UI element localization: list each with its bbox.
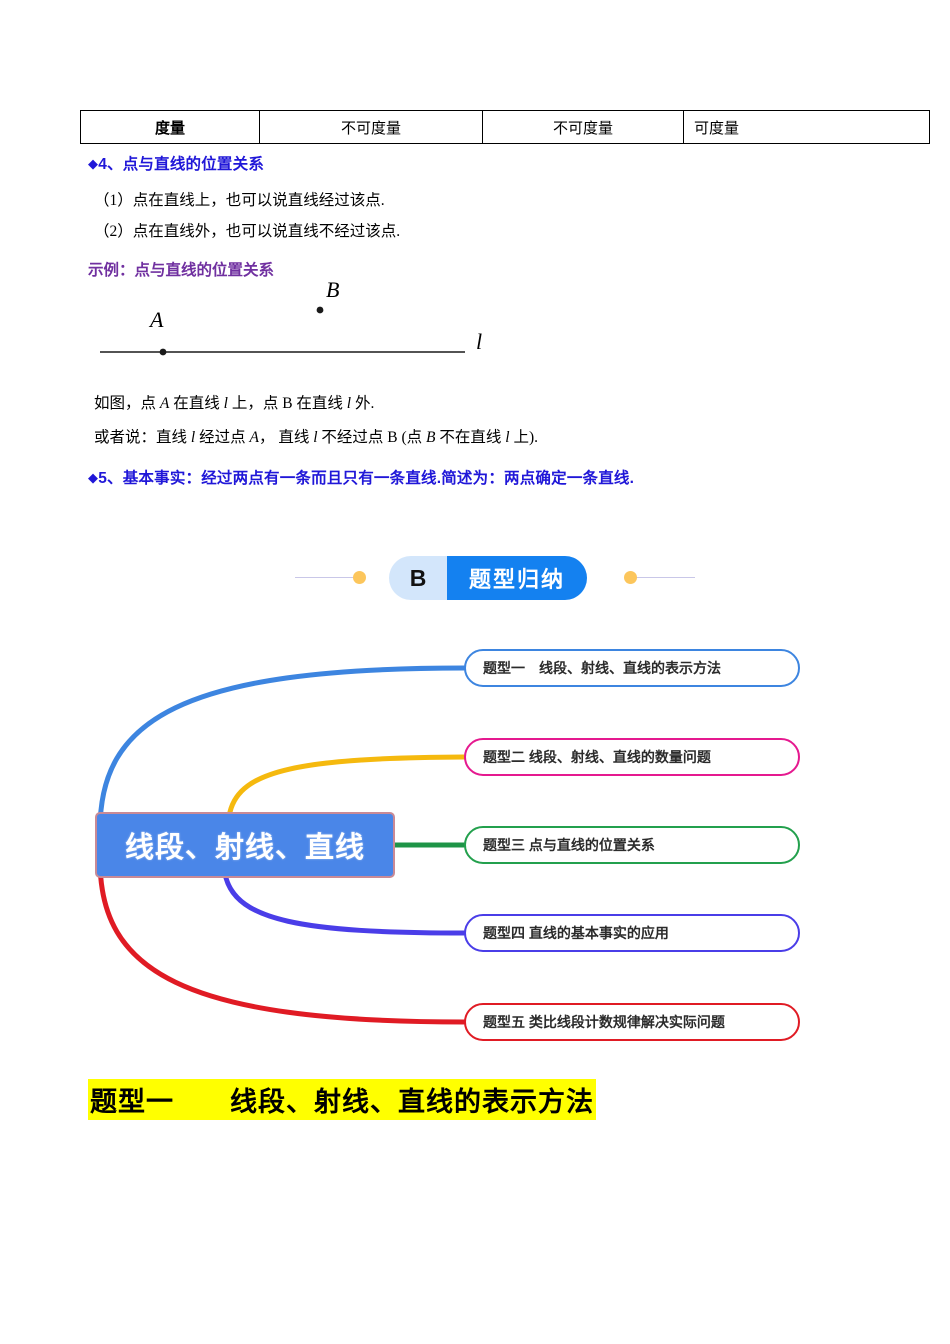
note2-part0: 或者说：直线 <box>94 429 191 446</box>
banner-rule-left <box>295 577 357 578</box>
note2-part6: 不经过点 B (点 <box>317 429 427 446</box>
note1-part0: 如图，点 <box>94 395 160 412</box>
mindmap-connectors <box>97 665 467 1025</box>
table-cell-segment: 不可度量 <box>259 110 483 144</box>
note2-part2: 经过点 <box>195 429 250 446</box>
bottom-section-heading: 题型一 线段、射线、直线的表示方法 <box>88 1079 596 1120</box>
mindmap-branch-4[interactable]: 题型四 直线的基本事实的应用 <box>464 914 800 952</box>
note1-part3: l <box>223 395 228 412</box>
note1-part2: 在直线 <box>169 395 224 412</box>
note2-part4: ， 直线 <box>258 429 314 446</box>
note2-part10: 上). <box>509 429 538 446</box>
mindmap-branch-1[interactable]: 题型一 线段、射线、直线的表示方法 <box>464 649 800 687</box>
diamond-bullet-icon: ◆ <box>88 157 99 172</box>
table-cell-ray: 不可度量 <box>482 110 684 144</box>
measurement-table: 度量 不可度量 不可度量 可度量 <box>80 110 930 144</box>
banner-dot-right-icon <box>624 571 637 584</box>
diamond-bullet-icon-2: ◆ <box>88 471 99 486</box>
mindmap-center-node: 线段、射线、直线 <box>95 812 395 878</box>
note2-part1: l <box>190 429 196 446</box>
connector-branch-2 <box>227 754 467 815</box>
banner-pill: B 题型归纳 <box>389 556 588 600</box>
section-4-item-2: （2）点在直线外，也可以说直线不经过该点. <box>94 223 401 240</box>
mindmap: 线段、射线、直线 题型一 线段、射线、直线的表示方法 题型二 线段、射线、直线的… <box>0 620 950 1070</box>
connector-branch-5 <box>97 857 467 1025</box>
banner-title: 题型归纳 <box>447 556 588 600</box>
mindmap-branch-3[interactable]: 题型三 点与直线的位置关系 <box>464 826 800 864</box>
banner-badge-letter: B <box>389 556 447 600</box>
table-cell-line: 可度量 <box>683 110 930 144</box>
connector-branch-4 <box>223 875 467 936</box>
point-b-dot <box>316 306 324 314</box>
note2-part9: l <box>505 429 510 446</box>
section-5-heading: ◆5、基本事实：经过两点有一条而且只有一条直线.简述为：两点确定一条直线. <box>88 466 634 488</box>
point-a-dot <box>159 348 167 356</box>
note1-part4: 上，点 B 在直线 <box>227 395 347 412</box>
connector-branch-1 <box>97 665 467 833</box>
figure-label-b: B <box>326 277 340 302</box>
figure-label-a: A <box>150 307 164 332</box>
table-cell-measure-label: 度量 <box>80 110 260 144</box>
note1-part6: 外. <box>351 395 375 412</box>
note2-part5: l <box>313 429 318 446</box>
note2-part8: 不在直线 <box>435 429 506 446</box>
mindmap-branch-2-label: 题型二 线段、射线、直线的数量问题 <box>483 749 711 765</box>
mindmap-branch-5-label: 题型五 类比线段计数规律解决实际问题 <box>483 1014 725 1030</box>
figure-label-l: l <box>476 329 483 354</box>
banner-dot-left-icon <box>353 571 366 584</box>
note1-part1: A <box>159 395 170 412</box>
point-line-figure: A B l <box>80 277 530 375</box>
mindmap-branch-3-label: 题型三 点与直线的位置关系 <box>483 837 655 853</box>
figure-note-line-1: 如图，点 A 在直线 l 上，点 B 在直线 l 外. <box>94 391 374 413</box>
example-label: 示例：点与直线的位置关系 <box>88 262 275 279</box>
note2-part3: A <box>249 429 259 446</box>
note1-part5: l <box>346 395 352 412</box>
mindmap-branch-1-label: 题型一 线段、射线、直线的表示方法 <box>483 660 721 676</box>
mindmap-branch-4-label: 题型四 直线的基本事实的应用 <box>483 925 669 941</box>
section-banner: B 题型归纳 <box>295 556 695 600</box>
section-4-heading-text: 4、点与直线的位置关系 <box>98 156 265 173</box>
mindmap-branch-2[interactable]: 题型二 线段、射线、直线的数量问题 <box>464 738 800 776</box>
banner-rule-right <box>633 577 695 578</box>
figure-note-line-2: 或者说：直线 l 经过点 A， 直线 l 不经过点 B (点 B 不在直线 l … <box>94 425 538 447</box>
section-5-heading-text: 5、基本事实：经过两点有一条而且只有一条直线.简述为：两点确定一条直线. <box>98 470 635 487</box>
section-4-heading: ◆4、点与直线的位置关系 <box>88 152 264 174</box>
table-row: 度量 不可度量 不可度量 可度量 <box>80 110 930 144</box>
note2-part7: B <box>426 429 436 446</box>
section-4-item-1: （1）点在直线上，也可以说直线经过该点. <box>94 192 385 209</box>
mindmap-branch-5[interactable]: 题型五 类比线段计数规律解决实际问题 <box>464 1003 800 1041</box>
mindmap-center-label: 线段、射线、直线 <box>124 832 365 864</box>
